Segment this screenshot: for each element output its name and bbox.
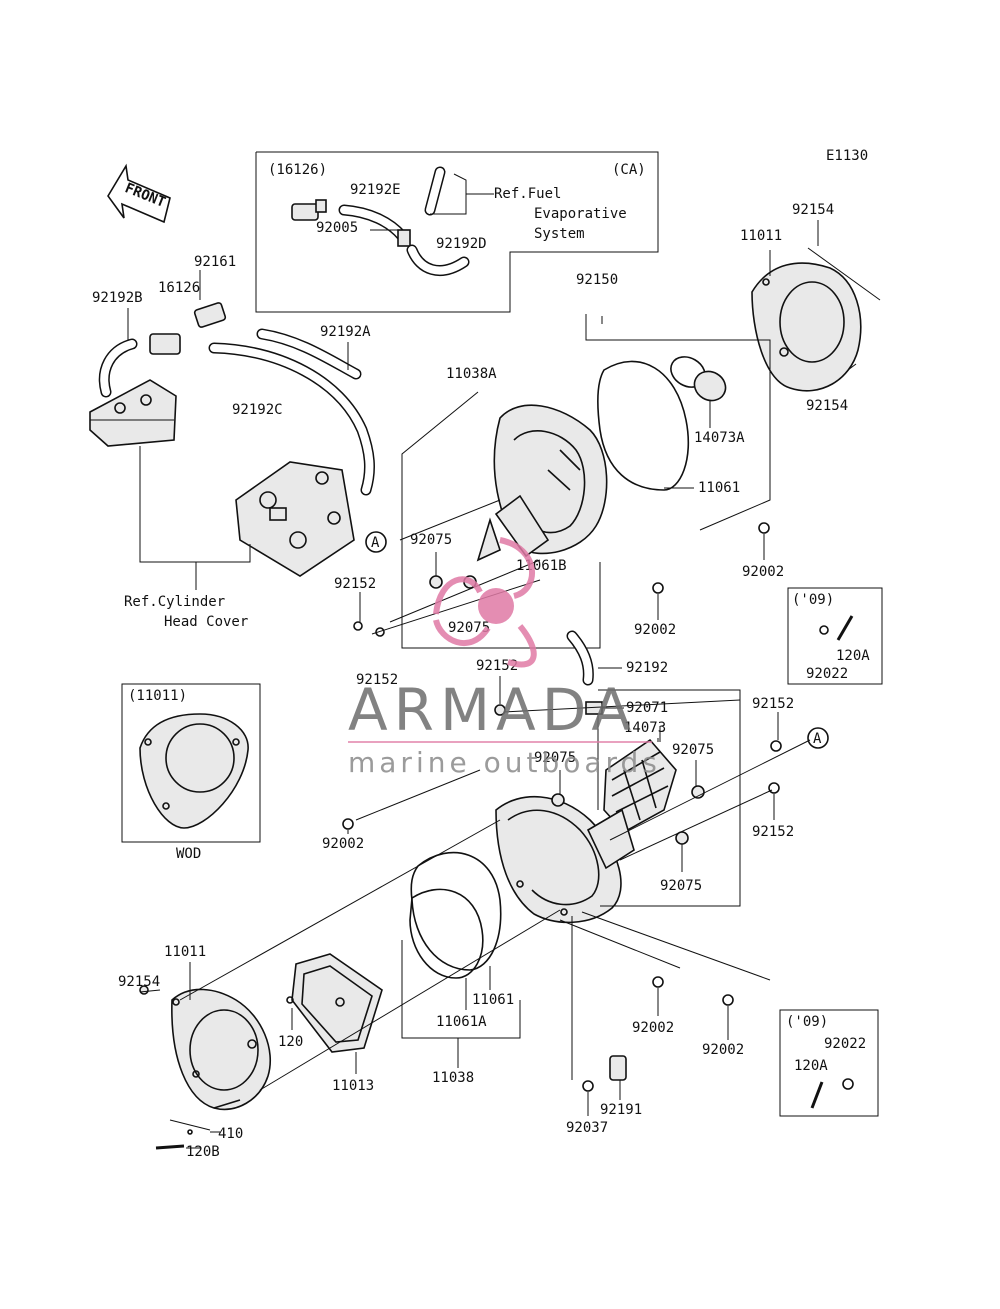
year-09-top-label: ('09) [792,592,834,608]
part-14073: 14073 [624,720,666,736]
part-11038A: 11038A [446,366,497,382]
air-cleaner-housing-lower [495,795,635,924]
plug-14073A [670,356,727,402]
inset-cover-wod [139,713,249,829]
year-09-top-frame [787,587,883,685]
part-92022-bot: 92022 [824,1036,866,1052]
part-92161: 92161 [194,254,236,270]
part-11013: 11013 [332,1078,374,1094]
part-92192: 92192 [626,660,668,676]
wod-label: WOD [176,846,201,862]
ca-variant-frame [255,151,659,313]
ca-variant-label: (CA) [612,162,646,178]
ref-cylinder-line2: Head Cover [164,614,248,630]
part-92022-top: 92022 [806,666,848,682]
part-410: 410 [218,1126,243,1142]
inset-11011-frame [121,683,261,843]
element-gasket-upper [597,360,690,491]
part-92192A: 92192A [320,324,371,340]
part-92075-d: 92075 [672,742,714,758]
year-09-bottom-frame [779,1009,879,1117]
marker-a-left-label: A [371,535,380,551]
hose-92192 [566,630,622,686]
front-arrow-icon: FRONT [107,163,171,224]
inset-11011-label: (11011) [128,688,187,704]
part-11061B: 11061B [516,558,567,574]
part-120B: 120B [186,1144,220,1160]
part-11061-top: 11061 [698,480,740,496]
marker-a-left: A [365,531,387,553]
part-92002-b1: 92002 [632,1020,674,1036]
air-cleaner-cover-bottom [171,988,272,1111]
element-lower [409,851,502,979]
part-11038: 11038 [432,1070,474,1086]
part-92075-e: 92075 [660,878,702,894]
part-92002-b2: 92002 [702,1042,744,1058]
part-92002-r1: 92002 [742,564,784,580]
propeller-logo-icon [433,537,537,668]
ref-fuel-line3: System [534,226,585,242]
cylinder-head-cover-large [235,461,355,577]
fasteners-mid [342,676,811,872]
year-09-bottom-label: ('09) [786,1014,828,1030]
leaders-bottom [139,819,771,1149]
part-92002-r2: 92002 [634,622,676,638]
ca-hoses [291,166,494,276]
intake-duct-14073 [603,738,677,834]
part-11061-bot: 11061 [472,992,514,1008]
leader-ref-cylinder [139,446,251,563]
bolt-120A-top [819,615,854,641]
part-92152-a: 92152 [334,576,376,592]
part-92152-e: 92152 [752,824,794,840]
part-92192D: 92192D [436,236,487,252]
part-92154-right: 92154 [806,398,848,414]
air-cleaner-housing-upper [493,316,608,558]
part-92152-d: 92152 [752,696,794,712]
part-16126-ca: (16126) [268,162,327,178]
ref-fuel-line2: Evaporative [534,206,627,222]
frame-11038A-right [585,314,771,531]
watermark-subtitle: marine outboards [348,746,661,779]
part-92192E: 92192E [350,182,401,198]
part-92005: 92005 [316,220,358,236]
part-92075-b: 92075 [448,620,490,636]
part-11061A: 11061A [436,1014,487,1030]
armada-watermark: ARMADA marine outboards [348,537,661,779]
frame-lower-right [598,689,741,907]
part-92152-c: 92152 [476,658,518,674]
part-92192C: 92192C [232,402,283,418]
marker-a-right: A [807,727,829,749]
part-11011-bot: 11011 [164,944,206,960]
part-92075-a: 92075 [410,532,452,548]
part-92150: 92150 [576,272,618,288]
air-cleaner-cover-top [751,220,862,392]
part-120: 120 [278,1034,303,1050]
part-92154-bot: 92154 [118,974,160,990]
part-92075-c: 92075 [534,750,576,766]
part-92154-top: 92154 [792,202,834,218]
part-92152-b: 92152 [356,672,398,688]
part-92037: 92037 [566,1120,608,1136]
cylinder-head-cover-small [89,379,177,447]
part-92191: 92191 [600,1102,642,1118]
part-11011-top: 11011 [740,228,782,244]
part-120A-bot: 120A [794,1058,828,1074]
frame-11038A [401,391,601,649]
bolt-120A-bottom [810,1078,854,1109]
part-120A-top: 120A [836,648,870,664]
part-92192B: 92192B [92,290,143,306]
ref-fuel-line1: Ref.Fuel [494,186,561,202]
diagram-code: E1130 [826,148,868,164]
drain-parts [139,976,734,1150]
watermark-brand: ARMADA [348,676,637,744]
part-92002-l: 92002 [322,836,364,852]
element-holder-11013 [291,953,383,1053]
marker-a-right-label: A [813,731,822,747]
part-14073A: 14073A [694,430,745,446]
valve-hose-assembly [98,270,375,496]
ref-cylinder-line1: Ref.Cylinder [124,594,225,610]
part-16126: 16126 [158,280,200,296]
